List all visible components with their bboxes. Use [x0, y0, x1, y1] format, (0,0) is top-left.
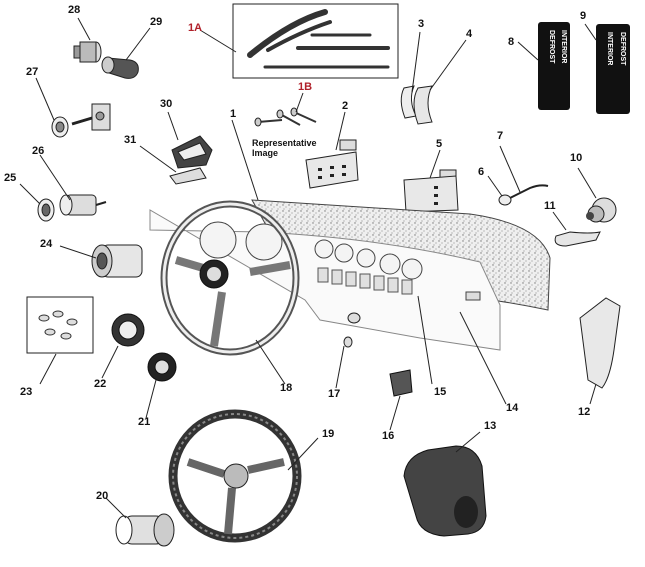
callout-11: 11 [544, 200, 556, 212]
bezel-ring-part [37, 198, 55, 222]
callout-13: 13 [484, 420, 497, 432]
steering-wheel-part [168, 409, 302, 543]
representative-note: Representative Image [252, 138, 317, 158]
connector-part [169, 135, 213, 185]
callout-27: 27 [26, 66, 39, 78]
wiper-switch-part [73, 41, 139, 79]
callout-1: 1 [230, 108, 237, 120]
callout-28: 28 [68, 4, 81, 16]
trim-pieces [400, 85, 433, 125]
control-block-part [389, 369, 413, 397]
hub-part [115, 513, 175, 547]
callout-17: 17 [328, 388, 341, 400]
callout-21: 21 [138, 416, 151, 428]
lighter-part [59, 194, 107, 216]
steering-wheel-installed [160, 200, 300, 356]
placard-9-right-text: DEFROST [619, 32, 626, 66]
note-line-2: Image [252, 148, 279, 158]
ignition-sleeve-part [91, 244, 143, 278]
callout-1b: 1B [298, 81, 313, 93]
callout-20: 20 [96, 490, 109, 502]
callout-4: 4 [466, 28, 473, 40]
callout-2: 2 [342, 100, 349, 112]
placard-9-left-text: INTERIOR [606, 32, 613, 65]
placard-8: DEFROST INTERIOR [538, 22, 570, 110]
callout-14: 14 [506, 402, 519, 414]
grip-part [403, 445, 487, 537]
callout-3: 3 [418, 18, 425, 30]
callout-19: 19 [322, 428, 335, 440]
placard-9: INTERIOR DEFROST [596, 24, 630, 114]
note-line-1: Representative [252, 138, 317, 148]
grab-handles-box [232, 3, 399, 79]
callout-26: 26 [32, 145, 45, 157]
placard-8-right-text: INTERIOR [560, 30, 567, 63]
callout-29: 29 [150, 16, 163, 28]
callout-1a: 1A [188, 22, 203, 34]
shroud-part [579, 297, 621, 389]
horn-buttons [111, 313, 177, 382]
callout-24: 24 [40, 238, 53, 250]
callout-6: 6 [478, 166, 485, 178]
callout-22: 22 [94, 378, 107, 390]
callout-7: 7 [497, 130, 504, 142]
callout-23: 23 [20, 386, 33, 398]
switch-panel-part [305, 139, 359, 189]
callout-31: 31 [124, 134, 137, 146]
bulb-holder-part [498, 184, 549, 206]
callout-18: 18 [280, 382, 293, 394]
callout-25: 25 [4, 172, 17, 184]
callout-30: 30 [160, 98, 173, 110]
handle-part [554, 231, 601, 247]
callout-9: 9 [580, 10, 587, 22]
callout-10: 10 [570, 152, 583, 164]
knob-small-part [343, 312, 361, 348]
placard-8-left-text: DEFROST [548, 30, 555, 64]
leader-lines [19, 17, 597, 519]
callout-16: 16 [382, 430, 395, 442]
knob-part [586, 197, 617, 223]
toggle-switch-part [51, 103, 111, 138]
callout-12: 12 [578, 406, 591, 418]
rivets-box [26, 296, 94, 354]
screws-part [254, 107, 317, 127]
callout-5: 5 [436, 138, 443, 150]
dashboard-assembly [149, 199, 551, 351]
switch-panel-part-2 [403, 169, 459, 213]
callout-8: 8 [508, 36, 515, 48]
callout-15: 15 [434, 386, 447, 398]
